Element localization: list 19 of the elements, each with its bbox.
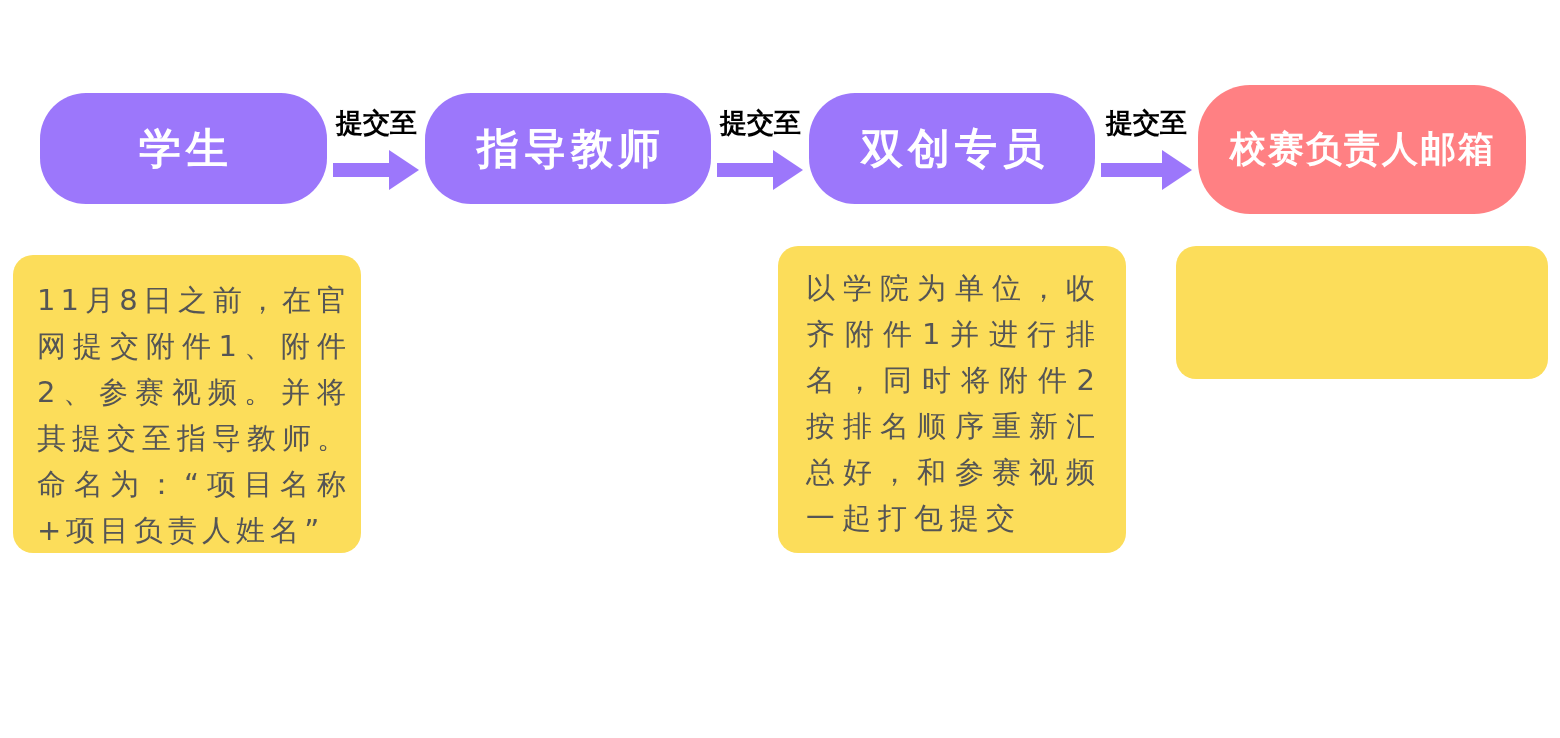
step-label: 学生 bbox=[138, 122, 233, 175]
arrow bbox=[333, 150, 419, 190]
edge-label: 提交至 bbox=[335, 107, 417, 139]
edge-label: 提交至 bbox=[719, 107, 801, 139]
note-card bbox=[778, 246, 1126, 553]
step-pill bbox=[425, 93, 711, 204]
note-text: 11月8日之前，在官网提交附件1、附件2、参赛视频。并将其提交至指导教师。命名为：“项目名称+项目负责人姓名” bbox=[37, 282, 351, 549]
step-label: 双创专员 bbox=[859, 122, 1049, 175]
note-card bbox=[1176, 246, 1548, 379]
step-pill bbox=[40, 93, 327, 204]
step-pill bbox=[1198, 85, 1526, 214]
edge-label: 提交至 bbox=[1106, 107, 1187, 139]
step-label: 校赛负责人邮箱 bbox=[1228, 127, 1496, 171]
step-label: 指导教师 bbox=[475, 122, 665, 175]
note-card bbox=[13, 255, 361, 553]
arrow bbox=[717, 150, 803, 190]
note-text: 以学院为单位，收齐附件1并进行排名，同时将附件2按排名顺序重新汇总好，和参赛视频一起打包提交 bbox=[806, 270, 1102, 537]
step-pill bbox=[809, 93, 1095, 204]
arrow bbox=[1101, 150, 1192, 190]
